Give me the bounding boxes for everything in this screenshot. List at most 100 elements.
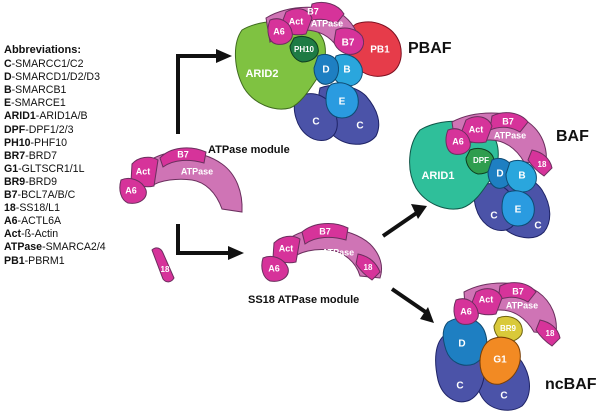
legend-abbreviation: BR7 <box>4 149 26 162</box>
label-b7: B7 <box>512 286 524 296</box>
arrowhead-ss18 <box>228 246 244 260</box>
ncbaf-18 <box>535 319 561 347</box>
label-c: C <box>490 211 497 222</box>
label-pb1: PB1 <box>370 45 390 56</box>
label-18: 18 <box>161 265 170 274</box>
label-b7: B7 <box>319 226 331 236</box>
baf-a6 <box>445 128 471 155</box>
label-c: C <box>312 117 319 128</box>
arrow-to-ncbaf <box>390 287 429 315</box>
legend-full-name: -PBRM1 <box>24 254 65 267</box>
legend-full-name: -ß-Actin <box>21 228 59 241</box>
arrowhead-pbaf <box>216 49 232 63</box>
label-c-second: C <box>534 221 541 232</box>
pbaf-e <box>325 82 359 119</box>
ncbaf-d <box>442 317 488 366</box>
label-act: Act <box>479 294 494 304</box>
legend-abbreviation: E <box>4 97 12 110</box>
label-a6: A6 <box>125 185 137 195</box>
atpase-module-label: ATPase module <box>208 144 290 156</box>
atpase-module-18 <box>151 247 175 283</box>
label-a6: A6 <box>273 26 285 36</box>
ncbaf-complex: B7 Act ATPase A6 18 BR9 D G1 C C <box>435 282 561 411</box>
legend-full-name: -DPF1/2/3 <box>25 123 74 136</box>
label-c: C <box>456 381 463 392</box>
label-d: D <box>496 169 503 180</box>
legend-item: A6-ACTL6A <box>4 215 106 228</box>
arrow-to-ss18 <box>176 224 234 255</box>
legend-full-name: -SMARCA2/4 <box>42 241 106 254</box>
legend-abbreviation: DPF <box>4 123 26 136</box>
label-18: 18 <box>364 263 373 272</box>
label-d: D <box>458 339 465 350</box>
label-18: 18 <box>546 329 555 338</box>
legend-item: ARID1-ARID1A/B <box>4 110 106 123</box>
ss18-18 <box>355 253 381 281</box>
legend-full-name: -SS18/L1 <box>15 202 60 215</box>
label-atpase: ATPase <box>181 166 213 176</box>
ss18-a6 <box>261 255 289 282</box>
label-b: B <box>518 171 525 182</box>
label-c-second: C <box>356 121 363 132</box>
atpase-module: B7 Act ATPase A6 18 <box>119 147 243 283</box>
legend-abbreviation: 18 <box>4 202 16 215</box>
legend-full-name: -BRD7 <box>25 149 57 162</box>
baf-b7 <box>489 112 529 133</box>
legend-abbreviation: PB1 <box>4 254 25 267</box>
label-18: 18 <box>538 160 547 169</box>
label-act: Act <box>289 16 304 26</box>
legend-full-name: -ACTL6A <box>17 215 62 228</box>
legend-full-name: -BRD9 <box>25 175 57 188</box>
label-e: E <box>339 97 346 108</box>
ss18-atpase-module: B7 Act ATPase A6 18 <box>261 223 383 282</box>
legend-abbreviation: PH10 <box>4 136 31 149</box>
legend-item: B-SMARCB1 <box>4 84 106 97</box>
legend-abbreviation: BR9 <box>4 175 26 188</box>
arrow-to-pbaf <box>176 54 222 134</box>
pbaf-b7 <box>307 1 345 25</box>
pbaf-ph10 <box>289 35 319 63</box>
ncbaf-g1 <box>479 336 521 385</box>
legend-item: DPF-DPF1/2/3 <box>4 124 106 137</box>
label-br9: BR9 <box>500 324 517 333</box>
pbaf-a6 <box>267 18 293 45</box>
label-atpase: ATPase <box>494 130 526 140</box>
legend-item: G1-GLTSCR1/1L <box>4 163 106 176</box>
pbaf-complex: B7 Act ATPase A6 B7 PH10 PB1 ARID2 B D E… <box>235 1 402 145</box>
legend-full-name: -SMARCD1/D2/D3 <box>11 71 100 84</box>
label-b7: B7 <box>177 149 189 159</box>
legend-abbreviation: ARID1 <box>4 110 36 123</box>
label-b7-second: B7 <box>342 38 355 49</box>
pbaf-br7 <box>333 27 365 55</box>
arrowhead-baf <box>411 204 427 219</box>
legend-abbreviation: B7 <box>4 189 18 202</box>
legend-full-name: -SMARCE1 <box>11 97 66 110</box>
label-act: Act <box>469 124 484 134</box>
label-d: D <box>322 65 329 76</box>
label-b: B <box>343 65 350 76</box>
label-b7: B7 <box>307 6 319 16</box>
legend-item: C-SMARCC1/C2 <box>4 58 106 71</box>
legend-item: B7-BCL7A/B/C <box>4 189 106 202</box>
legend-item: Act-ß-Actin <box>4 228 106 241</box>
label-g1: G1 <box>493 355 507 366</box>
legend-full-name: -GLTSCR1/1L <box>18 162 85 175</box>
legend-abbreviation: A6 <box>4 215 18 228</box>
legend-full-name: -ARID1A/B <box>35 110 88 123</box>
legend-abbreviation: Act <box>4 228 22 241</box>
legend-item: BR9-BRD9 <box>4 176 106 189</box>
label-a6: A6 <box>268 263 280 273</box>
pbaf-d <box>313 53 339 85</box>
baf-b <box>505 160 537 193</box>
arrow-to-baf <box>381 210 420 238</box>
pbaf-label: PBAF <box>408 40 452 57</box>
legend-full-name: -BCL7A/B/C <box>17 189 76 202</box>
arrowhead-ncbaf <box>420 307 434 323</box>
label-a6: A6 <box>460 306 472 316</box>
legend-abbreviation: D <box>4 71 12 84</box>
baf-complex: B7 Act ATPase A6 18 DPF ARID1 D B E C C <box>409 112 553 239</box>
